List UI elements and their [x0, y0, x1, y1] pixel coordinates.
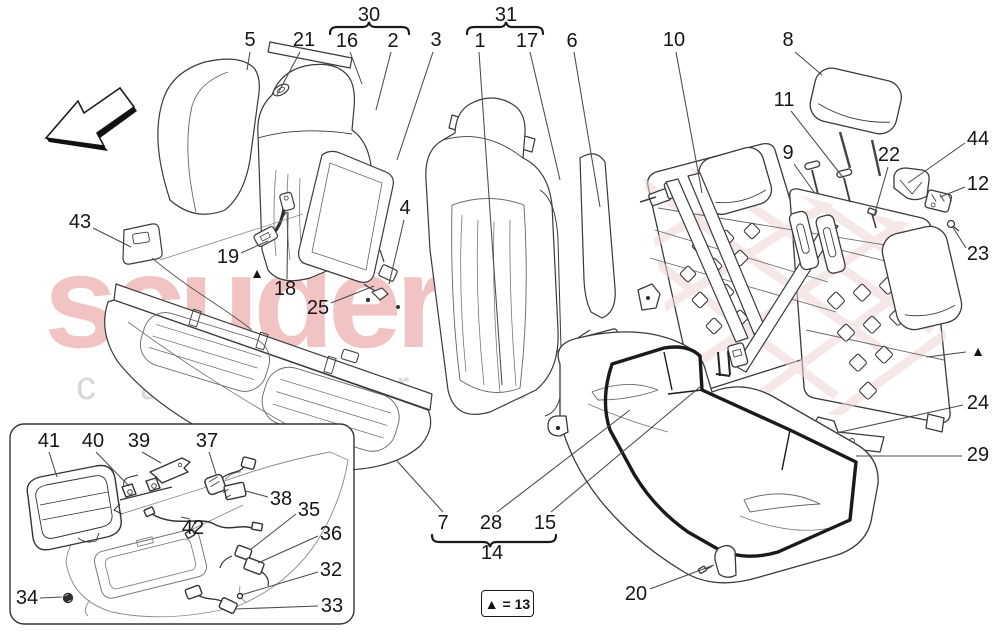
foam-cushion-drawing — [547, 331, 879, 584]
seat-frame-group — [555, 67, 963, 465]
leader-lines — [39, 51, 967, 610]
legend-box: ▲ = 13 — [481, 590, 534, 617]
legend-text: ▲ = 13 — [484, 595, 531, 612]
parts-inset-box — [9, 423, 355, 625]
direction-arrow-icon — [44, 86, 137, 151]
grouping-braces — [328, 21, 558, 548]
seat-backrest-covers-group — [122, 41, 616, 417]
